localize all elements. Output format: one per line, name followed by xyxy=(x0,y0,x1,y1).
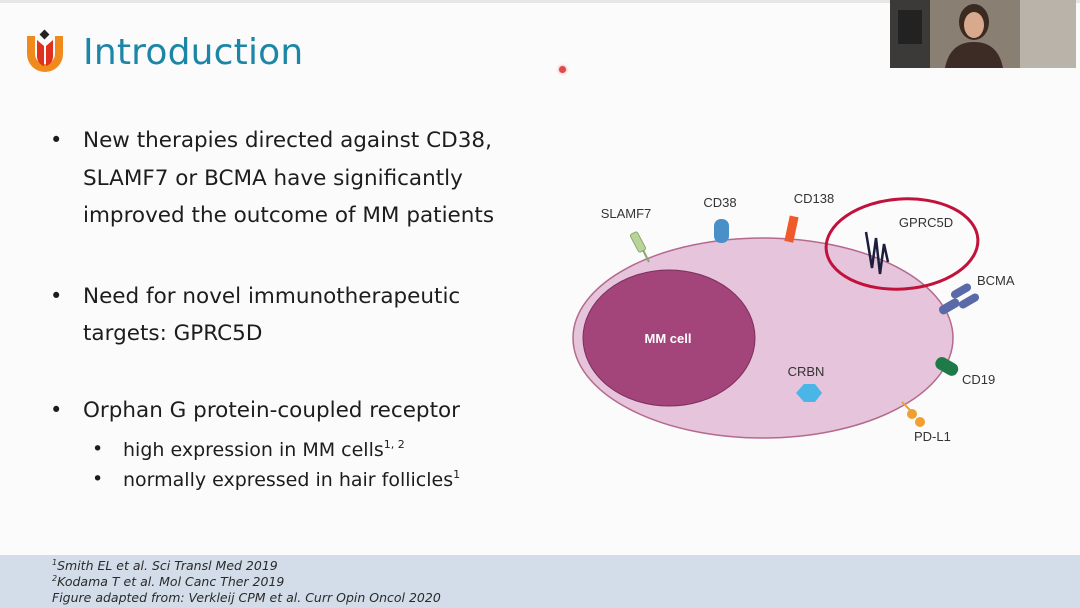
laser-pointer xyxy=(559,66,566,73)
sub-bullet-text: high expression in MM cells1, 2 xyxy=(123,438,405,461)
bullet-text: improved the outcome of MM patients xyxy=(83,203,495,228)
presenter-video-icon xyxy=(890,0,1076,68)
cd138-receptor-icon xyxy=(784,215,799,243)
slamf7-receptor-icon xyxy=(629,231,650,263)
bullet-marker: • xyxy=(50,284,63,308)
sub-bullet-marker: • xyxy=(92,438,104,460)
top-border xyxy=(0,0,1080,3)
reference-2: 2Kodama T et al. Mol Canc Ther 2019 xyxy=(52,574,285,589)
label-slamf7: SLAMF7 xyxy=(601,206,652,221)
label-crbn: CRBN xyxy=(788,364,825,379)
nucleus-label: MM cell xyxy=(645,331,692,346)
label-cd138: CD138 xyxy=(794,191,834,206)
sub-bullet-marker: • xyxy=(92,468,104,490)
gprc5d-highlight-circle xyxy=(824,197,980,291)
webcam-feed xyxy=(890,0,1076,68)
bullet-text: targets: GPRC5D xyxy=(83,321,263,346)
bullet-marker: • xyxy=(50,398,63,422)
nucleus xyxy=(582,269,756,407)
slide-title: Introduction xyxy=(83,32,304,73)
bullet-text: New therapies directed against CD38, xyxy=(83,128,492,153)
gprc5d-receptor-icon xyxy=(864,231,890,275)
label-bcma: BCMA xyxy=(977,273,1015,288)
reference-figure: Figure adapted from: Verkleij CPM et al.… xyxy=(52,590,441,605)
cd38-receptor-icon xyxy=(714,219,729,243)
reference-1: 1Smith EL et al. Sci Transl Med 2019 xyxy=(52,558,278,573)
bullet-text: Need for novel immunotherapeutic xyxy=(83,284,461,309)
pdl1-receptor-icon xyxy=(901,401,925,427)
logo-icon xyxy=(27,29,63,72)
references-footer: 1Smith EL et al. Sci Transl Med 2019 2Ko… xyxy=(0,555,1080,608)
bcma-receptor-icon xyxy=(938,283,980,315)
mm-cell-diagram: MM cell SLAMF7 CD38 CD138 GPRC5D BCMA CD… xyxy=(572,191,1015,444)
bullet-text: Orphan G protein-coupled receptor xyxy=(83,398,460,423)
label-gprc5d: GPRC5D xyxy=(899,215,953,230)
label-cd38: CD38 xyxy=(703,195,736,210)
bullet-marker: • xyxy=(50,128,63,152)
label-cd19: CD19 xyxy=(962,372,995,387)
label-pdl1: PD-L1 xyxy=(914,429,951,444)
sub-bullet-text: normally expressed in hair follicles1 xyxy=(123,468,461,491)
cd19-receptor-icon xyxy=(935,357,959,376)
bullet-text: SLAMF7 or BCMA have significantly xyxy=(83,166,463,191)
crbn-hexagon-icon xyxy=(796,384,822,402)
